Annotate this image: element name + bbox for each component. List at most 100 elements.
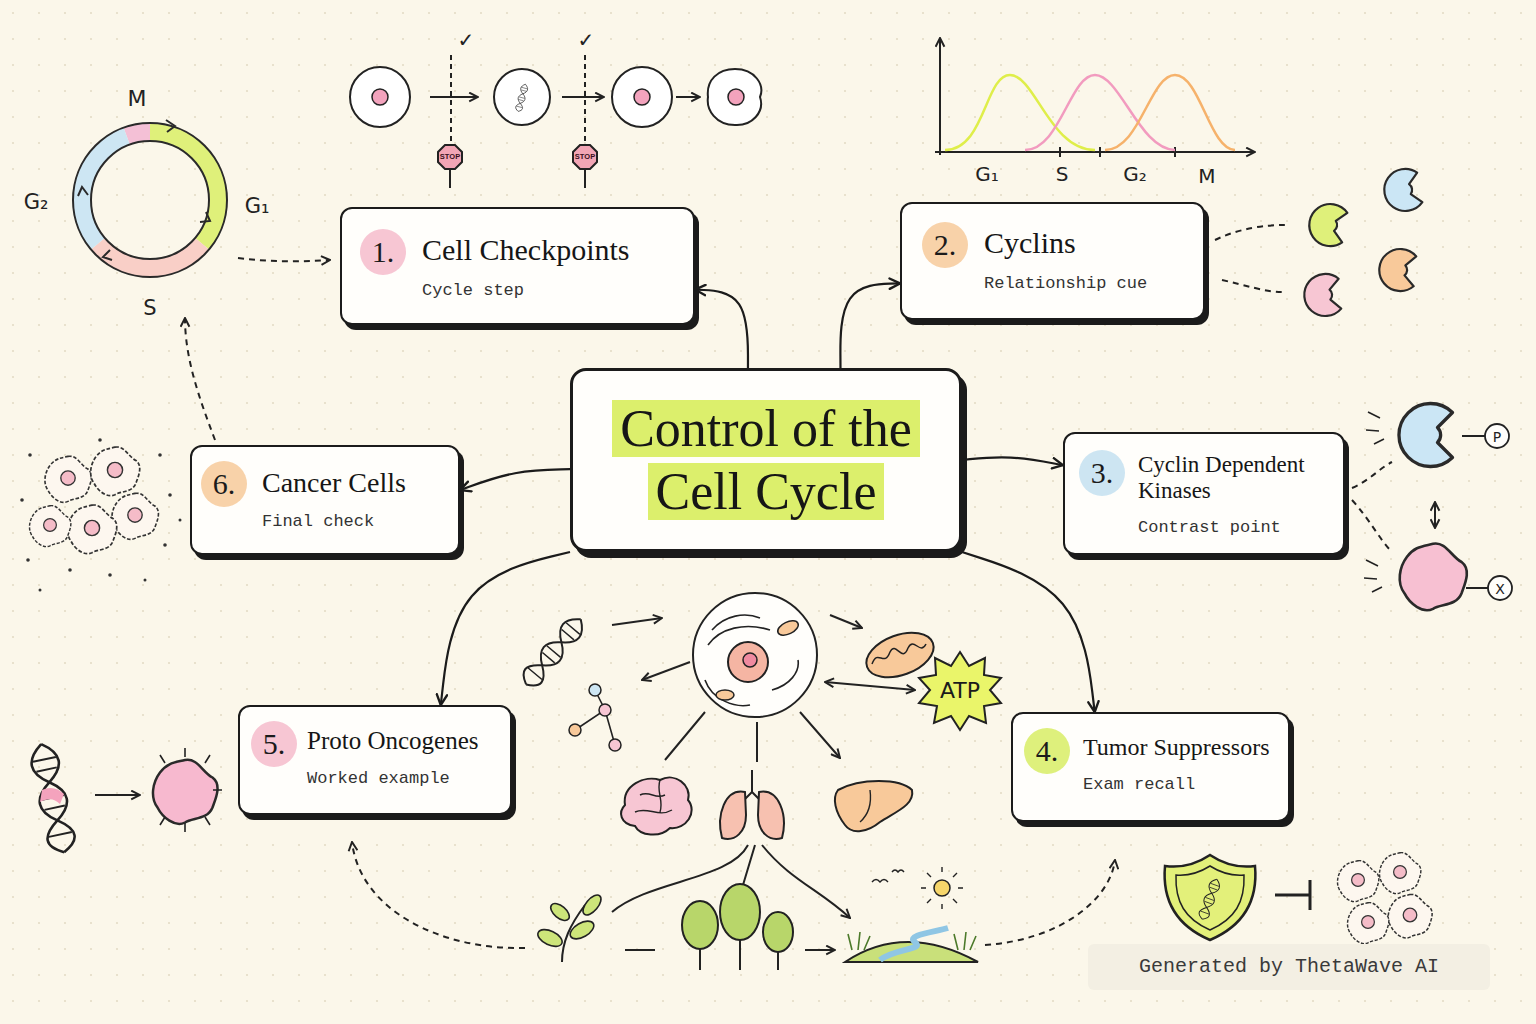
cell-biology-scene <box>872 644 926 664</box>
number-badge: 1. <box>360 229 406 275</box>
phase-label: G₁ <box>245 196 270 217</box>
checkpoint-strip <box>438 145 462 169</box>
suppressor-shield <box>1388 894 1432 938</box>
tumor-cluster <box>20 498 24 502</box>
tumor-cluster <box>112 493 158 539</box>
cell-biology-scene <box>934 880 950 896</box>
kinase-states <box>1400 544 1467 611</box>
axis-label: M <box>1198 166 1215 186</box>
checkpoint-strip <box>450 169 585 188</box>
checkpoint-strip <box>676 96 700 98</box>
tumor-cluster <box>91 447 140 496</box>
axis-label: G₂ <box>1123 164 1147 184</box>
topic-card: 5. Proto OncogenesWorked example <box>238 705 512 815</box>
checkpoint-strip <box>494 69 550 125</box>
cell-biology-scene <box>548 900 573 923</box>
cell-biology-scene <box>835 781 912 831</box>
connector-arrow <box>695 290 748 368</box>
cell-cycle-ring <box>73 120 227 277</box>
card-number: 5. <box>263 727 286 761</box>
tumor-cluster <box>39 589 42 592</box>
cell-biology-scene <box>720 884 760 940</box>
tumor-cluster <box>168 493 172 497</box>
card-body: Cyclin Dependent KinasesContrast point <box>1138 452 1337 537</box>
card-number: 3. <box>1091 456 1114 490</box>
kinase-states <box>1399 404 1453 467</box>
watermark-panel <box>1088 944 1490 990</box>
checkpoint-strip <box>350 67 410 127</box>
tumor-cluster <box>20 438 181 591</box>
cyclin-graph <box>1105 75 1235 150</box>
cell-biology-scene <box>825 682 915 690</box>
cell-biology-scene <box>845 942 978 962</box>
cell-biology-scene <box>589 684 601 696</box>
phosphate-label: P <box>1493 430 1501 444</box>
cell-biology-scene <box>625 949 835 951</box>
card-number: 2. <box>934 228 957 262</box>
suppressor-shield <box>1197 877 1221 921</box>
number-badge: 2. <box>922 222 968 268</box>
cyclin-graph <box>1060 147 1175 157</box>
cell-biology-scene <box>621 778 692 835</box>
check-mark: ✓ <box>578 30 595 50</box>
checkpoint-strip <box>634 89 650 105</box>
checkpoint-strip <box>451 55 585 145</box>
card-title: Proto Oncogenes <box>307 727 504 755</box>
tumor-cluster <box>45 456 91 502</box>
cyclin-shapes <box>1215 225 1285 292</box>
connector-arrow <box>441 552 570 705</box>
number-badge: 4. <box>1024 728 1070 774</box>
dashed-arrow <box>985 860 1115 945</box>
oncogene-sketch <box>28 741 78 855</box>
oncogene-sketch <box>40 788 64 804</box>
checkpoint-strip <box>708 69 762 125</box>
kinase-states <box>1462 435 1485 437</box>
card-number: 6. <box>213 467 236 501</box>
checkpoint-strip <box>573 145 597 169</box>
card-title: Cyclins <box>984 226 1197 260</box>
card-number: 1. <box>372 235 395 269</box>
checkpoint-strip <box>562 96 604 98</box>
topic-card: 6. Cancer CellsFinal check <box>190 445 460 555</box>
oncogene-sketch <box>153 760 218 824</box>
checkpoint-strip <box>515 83 529 112</box>
cyclin-shapes <box>1381 167 1423 215</box>
connector-arrow <box>840 283 900 368</box>
card-title: Tumor Suppressors <box>1083 734 1282 761</box>
kinase-states <box>1352 462 1392 552</box>
inactive-mark: X <box>1495 582 1505 596</box>
card-subtitle: Worked example <box>307 769 504 788</box>
cell-biology-scene <box>665 712 840 762</box>
cell-biology-scene <box>575 690 615 745</box>
suppressor-shield <box>1165 855 1256 940</box>
cell-biology-scene <box>518 593 1001 970</box>
oncogene-sketch <box>28 741 222 855</box>
topic-card: 4. Tumor SuppressorsExam recall <box>1011 712 1290 822</box>
card-body: CyclinsRelationship cue <box>984 226 1197 293</box>
cell-cycle-ring <box>127 132 150 136</box>
cell-biology-scene <box>860 790 871 822</box>
topic-card: 2. CyclinsRelationship cue <box>900 202 1205 320</box>
checkpoint-strip <box>430 96 478 98</box>
watermark: Generated by ThetaWave AI <box>1139 957 1439 977</box>
cell-biology-scene <box>535 926 564 950</box>
tumor-cluster <box>179 519 182 522</box>
cell-biology-scene <box>880 928 948 960</box>
number-badge: 6. <box>201 461 247 507</box>
oncogene-sketch <box>95 794 140 796</box>
phase-label: G₂ <box>24 192 49 213</box>
number-badge: 3. <box>1079 450 1125 496</box>
topic-card: 1.Cell CheckpointsCycle step <box>340 207 695 325</box>
tumor-cluster <box>68 568 72 572</box>
suppressor-shield <box>1380 853 1421 894</box>
cell-cycle-ring <box>73 123 227 277</box>
stop-sign-text: STOP <box>440 153 460 161</box>
card-title: Cancer Cells <box>262 467 452 498</box>
card-subtitle: Final check <box>262 512 452 531</box>
card-body: Tumor SuppressorsExam recall <box>1083 734 1282 794</box>
suppressor-shield <box>1275 880 1310 910</box>
kinase-states <box>1488 576 1512 600</box>
tumor-cluster <box>158 453 162 457</box>
